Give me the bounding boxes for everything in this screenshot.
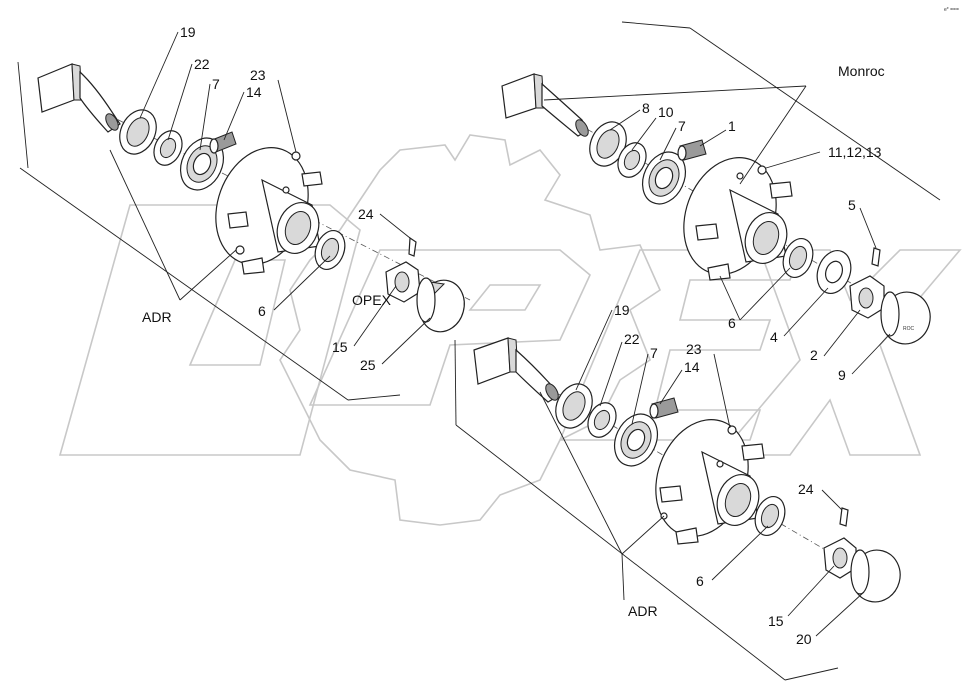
callout-7-right: 7: [678, 118, 686, 134]
hub: [655, 419, 760, 537]
seal-ring: [555, 383, 593, 429]
callout-19-bottom: 19: [614, 302, 630, 318]
callout-14-bottom: 14: [684, 359, 700, 375]
callout-20: 20: [796, 631, 812, 647]
callout-22: 22: [194, 56, 210, 72]
outer-bearing: [314, 230, 346, 270]
frame-line-bottom-left: [454, 339, 457, 426]
outer-bearing: [782, 238, 814, 278]
seal-ring: [589, 121, 627, 167]
hub-cap: ROC: [880, 291, 931, 345]
watermark-letter-o: [58, 204, 361, 456]
callouts: 8 10 7 1 11,12,13 5 6 4 2 9 Monroc: [543, 63, 891, 383]
watermark-text: OPEX: [352, 292, 392, 308]
spindle: [473, 337, 559, 403]
washer: [617, 142, 647, 178]
callout-6: 6: [258, 303, 266, 319]
corner-mark: e* ===: [944, 7, 959, 13]
callouts: 19 22 7 23 14 24 6 15 20 ADR: [539, 302, 865, 647]
callout-22-bottom: 22: [624, 331, 640, 347]
bearing: [641, 151, 687, 205]
callout-7: 7: [212, 76, 220, 92]
frame-line-bottom-right: [784, 667, 839, 681]
frame-line-right-top: [621, 21, 691, 29]
callout-8: 8: [642, 100, 650, 116]
callout-23-bottom: 23: [686, 341, 702, 357]
wheel-stud: [649, 397, 679, 419]
assembly-bottom: 19 22 7 23 14 24 6 15 20 ADR: [473, 302, 901, 647]
callout-6-bottom: 6: [696, 573, 704, 589]
wheel-stud: [677, 139, 707, 161]
frame-line-left: [17, 61, 29, 169]
callout-24: 24: [358, 206, 374, 222]
group-label-adr-top: ADR: [142, 309, 172, 325]
callout-15-bottom: 15: [768, 613, 784, 629]
cotter-pin: [408, 236, 417, 257]
hub-studs: [695, 181, 793, 281]
callout-25: 25: [360, 357, 376, 373]
frame-line-bottom-diagonal: [455, 424, 786, 681]
frame-line-right-diagonal: [689, 27, 941, 201]
wheel-stud: [209, 131, 237, 154]
hub-cap: [850, 549, 901, 603]
callout-2: 2: [810, 347, 818, 363]
callout-4: 4: [770, 329, 778, 345]
frame-lines: [17, 21, 941, 681]
spindle: [501, 73, 589, 137]
outer-bearing: [754, 496, 786, 536]
callout-7-bottom: 7: [650, 345, 658, 361]
callout-10: 10: [658, 104, 674, 120]
assembly-top-left: 19 22 7 14 23 24 6 15 25 ADR: [37, 24, 471, 373]
callout-1: 1: [728, 118, 736, 134]
callout-19: 19: [180, 24, 196, 40]
callout-14: 14: [246, 84, 262, 100]
spindle: [37, 63, 121, 133]
cotter-pin: [839, 507, 849, 527]
hub-studs: [227, 171, 323, 275]
frame-line-left-diagonal: [19, 167, 349, 401]
hub: [683, 157, 788, 275]
callout-15: 15: [332, 339, 348, 355]
group-label-adr-bottom: ADR: [628, 603, 658, 619]
seal-ring: [119, 109, 157, 155]
hub: [215, 147, 321, 265]
callout-6-right: 6: [728, 315, 736, 331]
cotter-pin: [871, 247, 881, 267]
washer: [153, 130, 183, 166]
callout-24-bottom: 24: [798, 481, 814, 497]
cap-marking: ROC: [903, 326, 915, 332]
washer: [587, 402, 617, 438]
castle-nut: [385, 261, 421, 303]
callout-9: 9: [838, 367, 846, 383]
callout-23: 23: [250, 67, 266, 83]
frame-line-left-bottom: [347, 394, 401, 401]
group-label-monroc: Monroc: [838, 63, 885, 79]
bearing: [613, 413, 659, 467]
callout-11-12-13: 11,12,13: [828, 144, 882, 160]
castle-nut: [849, 275, 885, 319]
hub-cap: [416, 277, 465, 333]
hub-studs: [659, 443, 765, 545]
spacer-washer: [816, 250, 852, 294]
callout-5: 5: [848, 197, 856, 213]
callouts: 19 22 7 14 23 24 6 15 25 ADR: [109, 24, 431, 373]
assembly-top-right: ROC 8 10 7 1 11,12,13 5 6 4 2 9: [501, 63, 931, 383]
